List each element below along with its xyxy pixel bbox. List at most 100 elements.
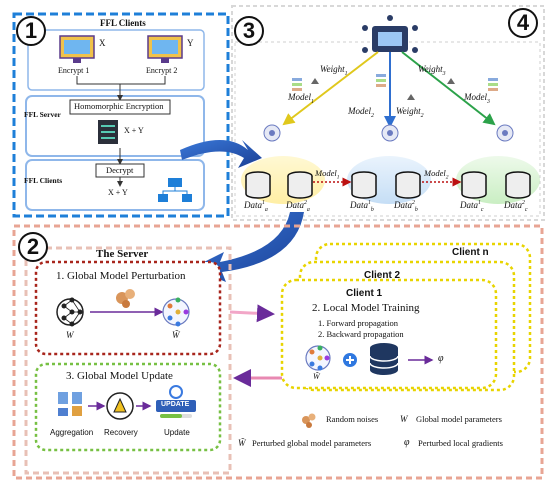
arrow-panel1-to-panel3 [180,140,262,168]
weight-icon-3 [447,78,455,84]
perturbation-title: 1. Global Model Perturbation [56,270,186,282]
ffl-clients-bottom-title: FFL Clients [24,176,63,185]
phi-label: φ [438,353,444,364]
weight-2-label: Weight2 [396,106,424,119]
database-icon-b1 [351,171,377,199]
global-server-icon [362,15,418,53]
model-bars-icon-1 [292,78,302,91]
chain-model-1-label: Model1 [315,168,339,181]
neural-network-icon-client [305,345,331,371]
xy-clients-label: X + Y [108,188,128,197]
data-b2-sub: b [414,206,418,213]
chain-model-2-text: Model [424,168,446,178]
data-b1-label: Data1b [350,200,374,213]
weight-3-sub: 3 [442,70,446,77]
homomorphic-label: Homomorphic Encryption [74,101,164,111]
aggregation-icon [58,392,82,416]
model-bars-icon-3 [488,78,498,91]
data-b2-text: Data [394,200,412,210]
network-node-icon-b [381,124,399,142]
panel2-border [12,224,544,480]
computer-icon-1 [59,35,95,63]
network-node-icon-c [496,124,514,142]
model-2-label: Model2 [348,106,374,119]
data-b2-label: Data2b [394,200,418,213]
panel2-server-region [24,246,232,475]
update-label: Update [164,428,190,437]
data-a1-text: Data [244,200,262,210]
chain-model-2-sub: 2 [445,174,449,181]
server-rack-icon [98,120,118,144]
weight-icon-2 [407,94,415,100]
data-a1-sub: a [264,206,268,213]
data-c2-sub: c [524,206,528,213]
database-icon-a2 [287,171,313,199]
weight-3-label: Weight3 [418,64,446,77]
chain-model-1-sub: 1 [336,174,340,181]
legend-perturbed-global: Perturbed global model parameters [252,438,372,448]
panel1-border [12,12,230,218]
weight-icon-1 [311,78,319,84]
data-b1-sub: b [370,206,374,213]
recovery-label: Recovery [104,428,138,437]
ffl-server-title: FFL Server [24,110,61,119]
model-3-label: Model3 [464,92,490,105]
data-a2-sub: a [306,206,310,213]
ffl-clients-title: FFL Clients [100,18,146,28]
data-c2-text: Data [504,200,522,210]
database-icon-c2 [505,171,531,199]
network-node-icon-a [263,124,281,142]
model-1-sub: 1 [311,98,314,105]
model-3-sub: 3 [487,98,490,105]
y-label: Y [187,38,194,48]
database-icon-b2 [395,171,421,199]
database-icon-client [369,343,399,375]
data-a1-label: Data1a [244,200,268,213]
data-a2-sup: 2 [304,200,307,206]
badge-3: 3 [234,16,264,46]
client-1-box [280,278,498,390]
forward-propagation: 1. Forward propagation [318,318,399,328]
data-b2-sup: 2 [412,200,415,206]
legend-global-params: Global model parameters [416,414,502,424]
update-icon [156,385,196,418]
data-c1-text: Data [460,200,478,210]
encrypt-2-label: Encrypt 2 [146,66,178,75]
w-tilde-client-label: W̃ [313,372,320,381]
homomorphic-box [69,99,171,115]
decrypt-label: Decrypt [106,165,134,175]
model-3-text: Model [464,92,487,102]
legend-random-noises: Random noises [326,414,379,424]
legend-phi-symbol: φ [404,437,410,448]
model-bars-icon-2 [376,74,386,87]
neural-network-icon-w-tilde [162,297,190,327]
weight-1-sub: 1 [344,70,348,77]
badge-1: 1 [16,16,46,46]
model-1-text: Model [288,92,311,102]
arrow-panel3-to-panel2 [192,212,304,282]
weight-2-text: Weight [396,106,421,116]
computer-icon-2 [147,35,183,63]
aggregation-label: Aggregation [50,428,94,437]
database-icon-c1 [461,171,487,199]
data-a2-text: Data [286,200,304,210]
panel4-border [231,5,545,221]
weight-1-text: Weight [320,64,345,74]
data-a1-sup: 1 [262,200,265,206]
x-label: X [99,38,106,48]
update-title: 3. Global Model Update [66,370,173,382]
recovery-icon [106,392,134,420]
encrypt-1-label: Encrypt 1 [58,66,90,75]
perturbation-box [34,260,222,356]
chain-model-2-label: Model2 [424,168,448,181]
weight-1-label: Weight1 [320,64,348,77]
data-a2-label: Data2a [286,200,310,213]
chain-model-1-text: Model [315,168,337,178]
model-1-label: Model1 [288,92,314,105]
network-icon [158,178,192,202]
badge-2: 2 [18,232,48,262]
neural-network-icon-w [56,297,84,327]
badge-4: 4 [508,8,538,38]
xy-server-label: X + Y [124,126,144,135]
